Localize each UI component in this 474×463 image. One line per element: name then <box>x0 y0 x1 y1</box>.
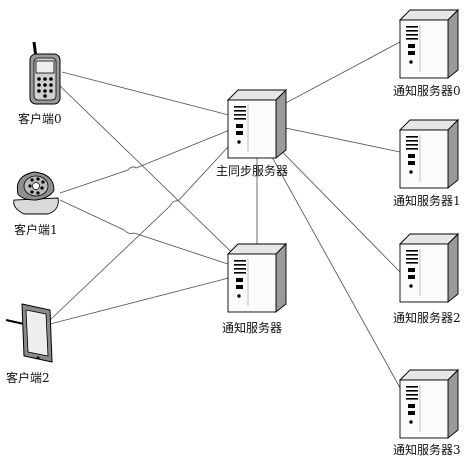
client0-label: 客户端0 <box>18 112 62 126</box>
landline-phone-icon <box>13 171 59 215</box>
client2-label: 客户端2 <box>6 371 50 385</box>
notify-server-2-icon <box>399 233 459 303</box>
link-client0-master <box>61 71 253 122</box>
notify-server-1-label: 通知服务器1 <box>393 194 461 208</box>
master-server-label: 主同步服务器 <box>216 164 289 178</box>
notify-server-0-icon <box>399 9 459 79</box>
connection-lines <box>49 41 405 396</box>
link-client2-master <box>49 120 253 321</box>
client1-label: 客户端1 <box>14 223 58 237</box>
notify-server-2-label: 通知服务器2 <box>393 311 461 325</box>
notify-server-0-label: 通知服务器0 <box>393 84 461 98</box>
notify-server-icon <box>227 243 287 313</box>
link-client1-master <box>59 120 253 194</box>
notify-server-1-icon <box>399 119 459 189</box>
notify-server-3-icon <box>399 369 459 439</box>
link-client1-notify <box>59 199 253 273</box>
mobile-phone-icon <box>29 41 61 105</box>
tablet-icon <box>5 303 53 363</box>
link-client0-notify <box>55 81 253 273</box>
notify-server-3-label: 通知服务器3 <box>393 443 461 457</box>
link-master-notify3 <box>251 120 405 396</box>
link-client2-notify <box>49 271 253 325</box>
master-server-icon <box>227 89 287 159</box>
notify-server-label: 通知服务器 <box>222 321 283 335</box>
